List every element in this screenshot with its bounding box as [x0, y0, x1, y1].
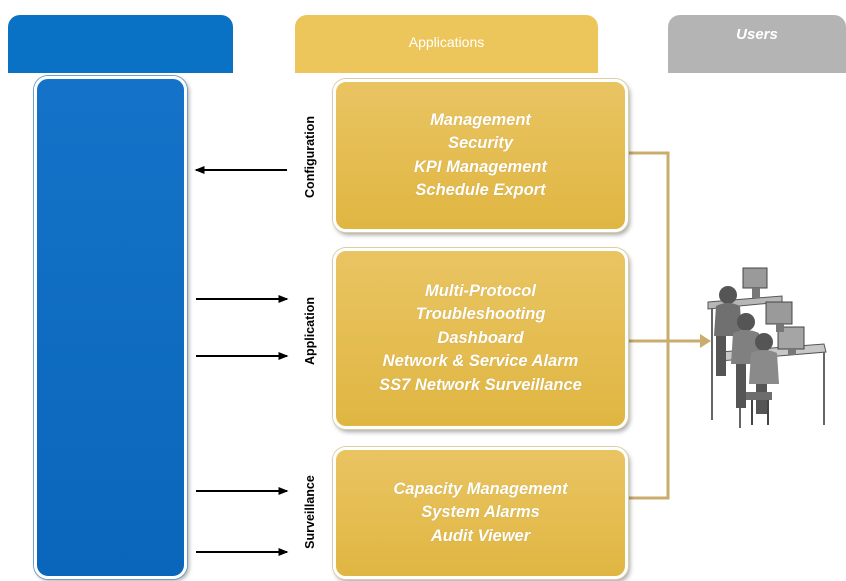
- item-kpi-management: KPI Management: [414, 157, 547, 176]
- item-schedule-export: Schedule Export: [415, 181, 546, 199]
- item-dashboard: Dashboard: [437, 328, 524, 347]
- label-surveillance: Surveillance: [303, 475, 317, 549]
- header-users: Users: [668, 15, 846, 73]
- configuration-box: Management Security KPI Management Sched…: [333, 79, 628, 232]
- system-panel: [34, 76, 187, 579]
- header-blue-column: [8, 15, 233, 73]
- item-capacity-management: Capacity Management: [393, 479, 568, 498]
- item-system-alarms: System Alarms: [421, 503, 540, 522]
- item-network-service-alarm: Network & Service Alarm: [382, 352, 579, 371]
- header-applications: Applications: [295, 15, 598, 73]
- item-management: Management: [430, 110, 531, 129]
- label-application: Application: [303, 296, 317, 366]
- item-audit-viewer: Audit Viewer: [430, 526, 531, 545]
- item-security: Security: [447, 134, 514, 152]
- surveillance-box: Capacity Management System Alarms Audit …: [333, 447, 628, 579]
- item-ss7-network-surveillance: SS7 Network Surveillance: [379, 375, 582, 394]
- application-box: Multi-Protocol Troubleshooting Dashboard…: [333, 248, 628, 429]
- users-workstation-icon: [707, 267, 827, 428]
- bracket-connector: [628, 151, 670, 500]
- connector-arrowhead: [700, 334, 711, 348]
- item-multi-protocol: Multi-Protocol: [425, 281, 536, 300]
- item-troubleshooting: Troubleshooting: [415, 305, 546, 324]
- label-configuration: Configuration: [303, 116, 317, 198]
